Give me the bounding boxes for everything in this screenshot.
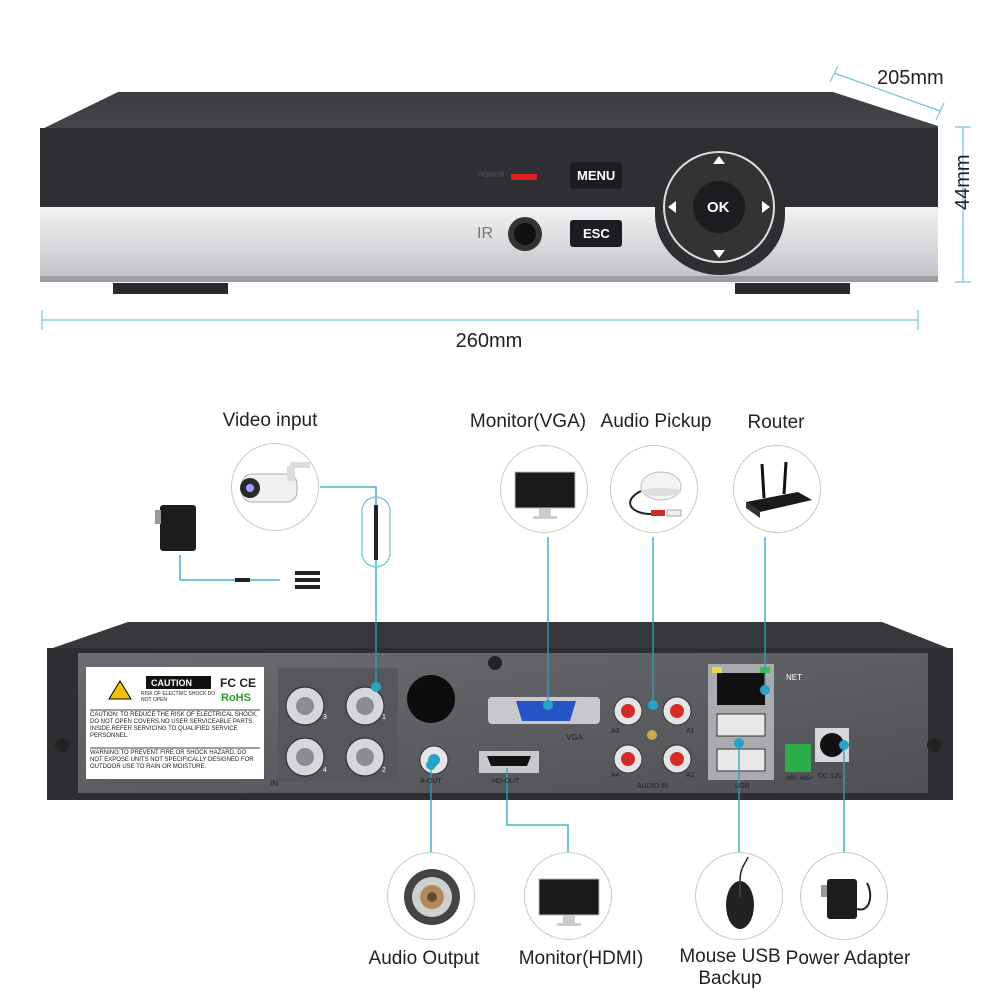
mouse-icon — [695, 852, 783, 940]
monitor-vga-label: Monitor(VGA) — [469, 411, 587, 432]
front-dark-panel — [40, 128, 938, 208]
a3-label: A3 — [611, 728, 620, 735]
monitor-icon — [500, 445, 588, 533]
height-label: 44mm — [952, 154, 974, 210]
vga-label: VGA — [566, 733, 583, 742]
usb-port-2 — [716, 748, 766, 772]
usb-port-1 — [716, 713, 766, 737]
esc-button-shape — [570, 220, 622, 247]
microphone-icon — [610, 445, 698, 533]
ok-button[interactable]: OK — [707, 199, 730, 216]
caution-text: CAUTION: TO REDUCE THE RISK OF ELECTRICA… — [90, 712, 258, 739]
monitor-hdmi-label: Monitor(HDMI) — [518, 948, 644, 969]
menu-button-shape — [570, 162, 622, 189]
audio-output-label: Audio Output — [368, 948, 480, 969]
camera-icon — [231, 443, 319, 531]
net-label: NET — [786, 673, 802, 682]
fcc-ce-mark: FC CE — [220, 676, 256, 690]
ch3-label: 3 — [323, 714, 327, 721]
connector-lines — [179, 486, 845, 852]
video-input-label: Video input — [222, 410, 318, 431]
esc-button[interactable]: ESC — [583, 226, 610, 241]
router-label: Router — [747, 412, 805, 433]
speaker-icon — [387, 852, 475, 940]
rohs-mark: RoHS — [221, 692, 251, 704]
monitor-hdmi-icon — [524, 852, 612, 940]
rj45-port — [717, 673, 765, 705]
a4-label: A4 — [611, 772, 620, 779]
dc-jack — [820, 733, 844, 757]
power-adapter-icon — [800, 852, 888, 940]
depth-label: 205mm — [877, 67, 944, 89]
a2-label: A2 — [686, 772, 695, 779]
vga-port — [516, 701, 576, 721]
hd-out-label: HD-OUT — [492, 778, 520, 785]
depth-dimension-line — [833, 72, 941, 112]
small-power-adapter — [160, 505, 196, 551]
ch4-label: 4 — [323, 767, 327, 774]
audio-pickup-label: Audio Pickup — [600, 411, 712, 432]
a-out-label: A-OUT — [420, 778, 442, 785]
caution-title: CAUTION — [151, 678, 192, 688]
ch1-label: 1 — [382, 714, 386, 721]
rs485-label: 485- 485+ — [786, 776, 814, 782]
connector-dots — [371, 682, 849, 770]
foot-left — [113, 283, 228, 294]
usb-label: USB — [735, 783, 750, 790]
hdmi-port — [487, 756, 531, 766]
mouse-usb-label: Mouse USB Backup — [679, 946, 781, 989]
in-label: IN — [270, 779, 278, 788]
front-silver-panel — [40, 207, 938, 277]
ch2-label: 2 — [382, 767, 386, 774]
power-adapter-label: Power Adapter — [785, 948, 911, 969]
dimension-lines — [41, 65, 971, 330]
rear-view — [47, 622, 953, 800]
dc-label: DC 12V — [818, 773, 843, 780]
ir-label: IR — [477, 225, 493, 242]
menu-button[interactable]: MENU — [577, 168, 616, 183]
width-label: 260mm — [455, 330, 523, 352]
rs485-terminal — [785, 744, 811, 772]
front-view — [40, 92, 938, 294]
caution-subtitle: RISK OF ELECTRIC SHOCK DO NOT OPEN — [141, 691, 216, 703]
fan-hole — [407, 675, 455, 723]
power-label: POWER — [478, 172, 505, 179]
foot-right — [735, 283, 850, 294]
router-icon — [733, 445, 821, 533]
audio-in-label: AUDIO IN — [637, 783, 669, 790]
a1-label: A1 — [686, 728, 695, 735]
warning-text: WARNING:TO PREVENT FIRE OR SHOCK HAZARD,… — [90, 750, 254, 770]
power-led — [511, 174, 537, 180]
